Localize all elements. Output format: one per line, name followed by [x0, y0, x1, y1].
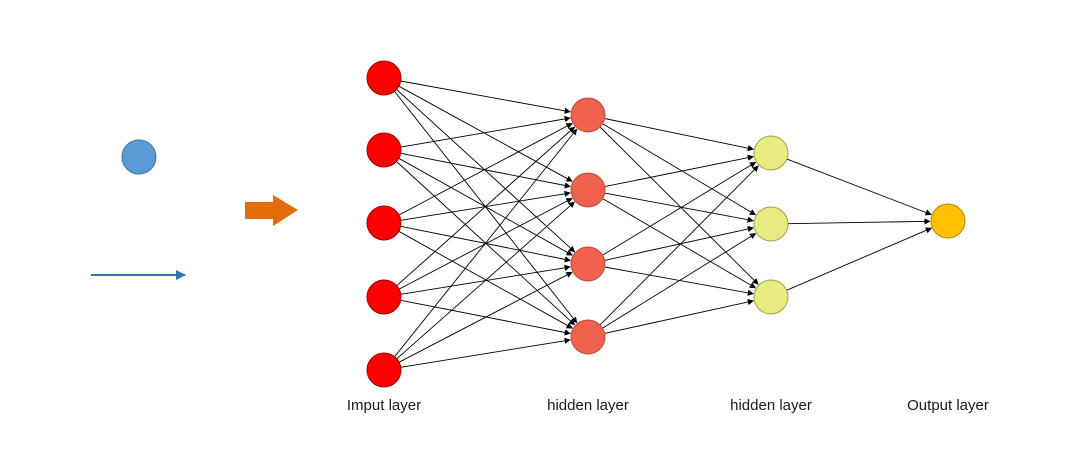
hidden-1-node-2 [570, 172, 606, 208]
input-node-4 [366, 279, 402, 315]
edge-l0-2-to-0 [398, 123, 573, 216]
layer-label-output: Output layer [907, 397, 989, 414]
hidden-2-node-2 [753, 206, 789, 242]
network-nodes [366, 60, 966, 388]
edge-l1-0-to-0 [604, 118, 755, 152]
edge-l1-2-to-0 [602, 161, 757, 256]
input-node-2 [366, 132, 402, 168]
edge-l2-0-to-0 [786, 158, 932, 216]
edge-l1-0-to-2 [599, 126, 759, 285]
edge-l0-3-to-1 [398, 198, 573, 290]
edge-l2-2-to-0 [786, 227, 933, 291]
edge-l0-0-to-1 [398, 85, 573, 182]
hidden-2-node-1 [753, 135, 789, 171]
edge-l1-1-to-2 [602, 198, 757, 289]
input-node-1 [366, 60, 402, 96]
layer-label-input: Imput layer [347, 397, 421, 414]
hidden-2-node-3 [753, 279, 789, 315]
edge-l0-2-to-3 [398, 230, 573, 329]
edge-l1-2-to-1 [604, 225, 755, 261]
edge-l1-3-to-0 [599, 165, 759, 326]
output-node-1 [930, 203, 966, 239]
edge-l0-3-to-0 [396, 126, 576, 287]
hidden-1-node-4 [570, 319, 606, 355]
edge-l0-0-to-2 [396, 89, 576, 253]
input-node-3 [366, 205, 402, 241]
hidden-1-node-1 [570, 97, 606, 133]
edge-l1-3-to-1 [602, 233, 757, 329]
edge-l0-4-to-0 [394, 128, 578, 357]
edge-l2-1-to-0 [787, 218, 931, 225]
edge-l0-1-to-0 [400, 115, 571, 148]
edge-l1-3-to-2 [604, 298, 755, 334]
edge-l1-1-to-0 [604, 154, 755, 188]
edge-l0-4-to-2 [398, 271, 573, 363]
edge-l1-1-to-1 [604, 192, 754, 223]
layer-label-hidden-2: hidden layer [730, 397, 812, 414]
edge-l0-4-to-1 [396, 201, 575, 360]
hidden-1-node-3 [570, 246, 606, 282]
layer-label-hidden-1: hidden layer [547, 397, 629, 414]
edge-l1-0-to-1 [602, 123, 757, 216]
edge-l0-4-to-3 [400, 337, 571, 368]
legend-node-icon [121, 139, 157, 175]
edge-l0-0-to-0 [400, 80, 571, 114]
edge-l0-1-to-1 [400, 152, 571, 189]
connection-edges [394, 80, 933, 368]
flow-arrow-icon [245, 195, 298, 226]
input-node-5 [366, 352, 402, 388]
